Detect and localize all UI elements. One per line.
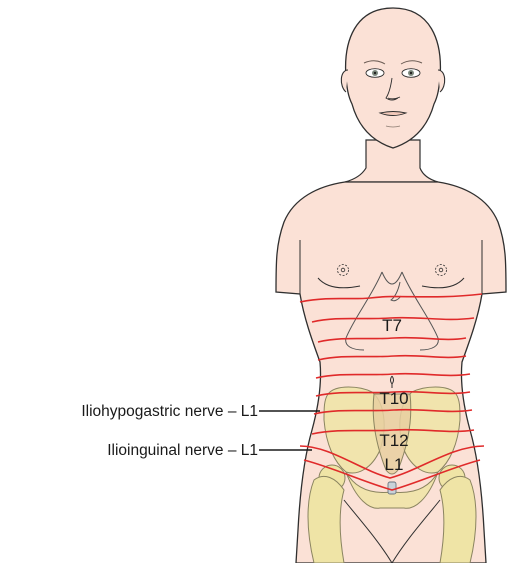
left-femur (308, 476, 344, 563)
left-eye (366, 69, 384, 78)
label-t7: T7 (382, 316, 402, 335)
pubic-symphysis (388, 482, 396, 494)
right-femur (440, 476, 476, 563)
callout-ilioinguinal: Ilioinguinal nerve – L1 (107, 442, 258, 459)
label-l1: L1 (385, 455, 404, 474)
callout-iliohypogastric: Iliohypogastric nerve – L1 (81, 403, 258, 420)
label-t10: T10 (379, 389, 408, 408)
head (341, 8, 444, 182)
right-eye (402, 69, 420, 78)
label-t12: T12 (379, 431, 408, 450)
